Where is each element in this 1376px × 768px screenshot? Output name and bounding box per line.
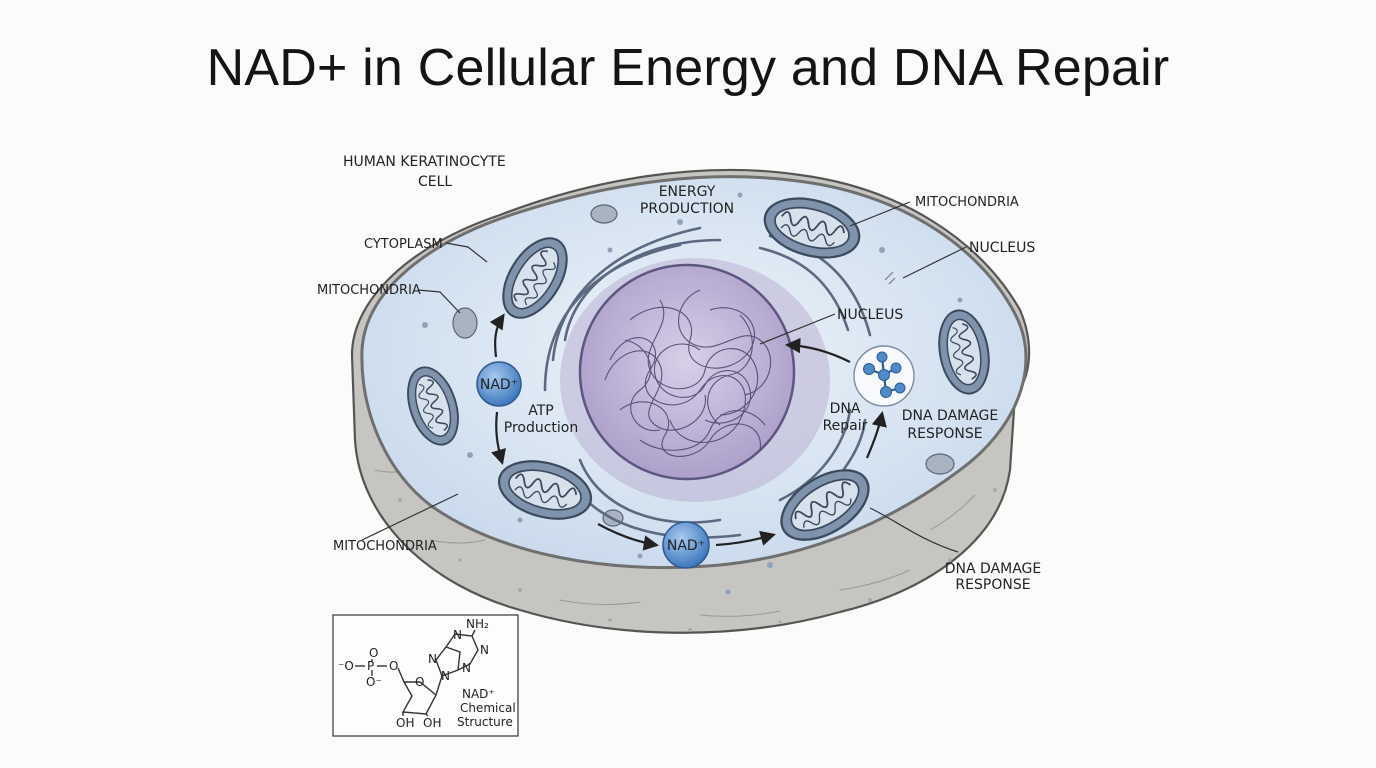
nad-structure-box: O ⁻O P O O⁻ O OH OH N N N N N NH₂ NAD⁺ C…: [332, 614, 519, 737]
atp-label-line1: ATP: [528, 403, 553, 419]
atp-label-line2: Production: [504, 420, 578, 436]
ddr-inner-line2: RESPONSE: [907, 426, 982, 442]
nad-left-label: NAD⁺: [480, 377, 518, 393]
arrow-nad-to-mito-down: [491, 411, 506, 465]
ribose-o: O: [415, 675, 424, 689]
phosphate-o-right: O: [389, 659, 398, 673]
cytoplasm-label: CYTOPLASM: [364, 237, 443, 252]
mitochondria-label-right: MITOCHONDRIA: [915, 195, 1019, 210]
phosphate-o-top: O: [369, 646, 378, 660]
mitochondria-label-bottom: MITOCHONDRIA: [333, 539, 437, 554]
cell-title-line1: HUMAN KERATINOCYTE: [343, 154, 506, 170]
energy-label-line2: PRODUCTION: [640, 201, 734, 217]
adenine-n-4: N: [480, 643, 489, 657]
phosphate-o-bottom: O⁻: [366, 675, 382, 689]
nucleus-label-outer: NUCLEUS: [969, 240, 1035, 256]
adenine-n-3: N: [453, 628, 462, 642]
nad-bottom-label: NAD⁺: [667, 538, 705, 554]
structure-caption-line2: Chemical: [460, 701, 516, 715]
phosphate-o-left: ⁻O: [338, 659, 354, 673]
arrow-mito-to-repair: [865, 410, 887, 459]
ribose-oh-2: OH: [423, 716, 441, 730]
ddr-outer-line2: RESPONSE: [955, 577, 1030, 593]
ddr-outer-line1: DNA DAMAGE: [945, 561, 1042, 577]
energy-label-line1: ENERGY: [659, 184, 716, 200]
dna-repair-line1: DNA: [830, 401, 861, 417]
arrow-mito-to-nad-bottom: [597, 523, 660, 551]
adenine-n-2: N: [428, 652, 437, 666]
structure-caption-line1: NAD⁺: [462, 687, 495, 701]
ribose-oh-1: OH: [396, 716, 414, 730]
dna-repair-line2: Repair: [823, 418, 868, 434]
nad-node-left: [476, 361, 522, 407]
nucleus-label-inner: NUCLEUS: [837, 307, 903, 323]
adenine-n-1: N: [441, 669, 450, 683]
arrow-nad-to-mito-up: [489, 313, 505, 358]
arrow-nad-to-mito-right: [715, 530, 776, 547]
structure-caption-line3: Structure: [457, 715, 513, 729]
adenine-n-5: N: [462, 661, 471, 675]
cell-title-line2: CELL: [418, 174, 452, 190]
mitochondria-label-left: MITOCHONDRIA: [317, 283, 421, 298]
nad-node-bottom: [662, 521, 710, 569]
ddr-inner-line1: DNA DAMAGE: [902, 408, 999, 424]
diagram-title: NAD+ in Cellular Energy and DNA Repair: [206, 39, 1170, 97]
arrow-repair-to-nucleus: [784, 337, 851, 363]
nucleus: [578, 263, 796, 481]
adenine-nh2: NH₂: [466, 617, 489, 631]
phosphate-p: P: [367, 659, 374, 673]
